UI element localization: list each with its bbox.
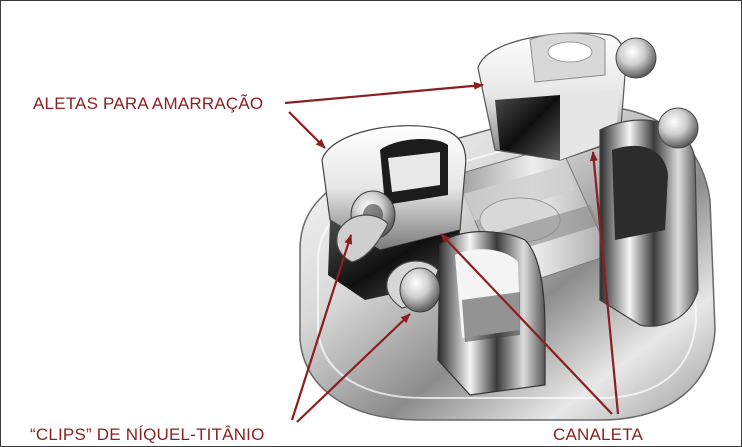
tie-wing-bottom-right xyxy=(599,107,699,327)
arrow-canaleta-left xyxy=(440,233,613,415)
arrow-aletas-left xyxy=(288,111,326,149)
arrow-clips-upper xyxy=(290,234,353,421)
annotation-arrows xyxy=(284,81,620,423)
arrow-canaleta-right xyxy=(589,151,620,415)
tie-wing-top-right xyxy=(477,32,657,161)
tie-wing-front-bottom xyxy=(437,231,546,396)
label-niti-clips: “CLIPS” DE NÍQUEL-TITÂNIO xyxy=(30,425,265,444)
label-tie-wings: ALETAS PARA AMARRAÇÃO xyxy=(33,94,264,113)
label-slot: CANALETA xyxy=(553,425,644,444)
arrow-clips-lower xyxy=(296,313,411,423)
niti-clips xyxy=(336,214,441,313)
arrow-aletas-right xyxy=(284,81,484,105)
